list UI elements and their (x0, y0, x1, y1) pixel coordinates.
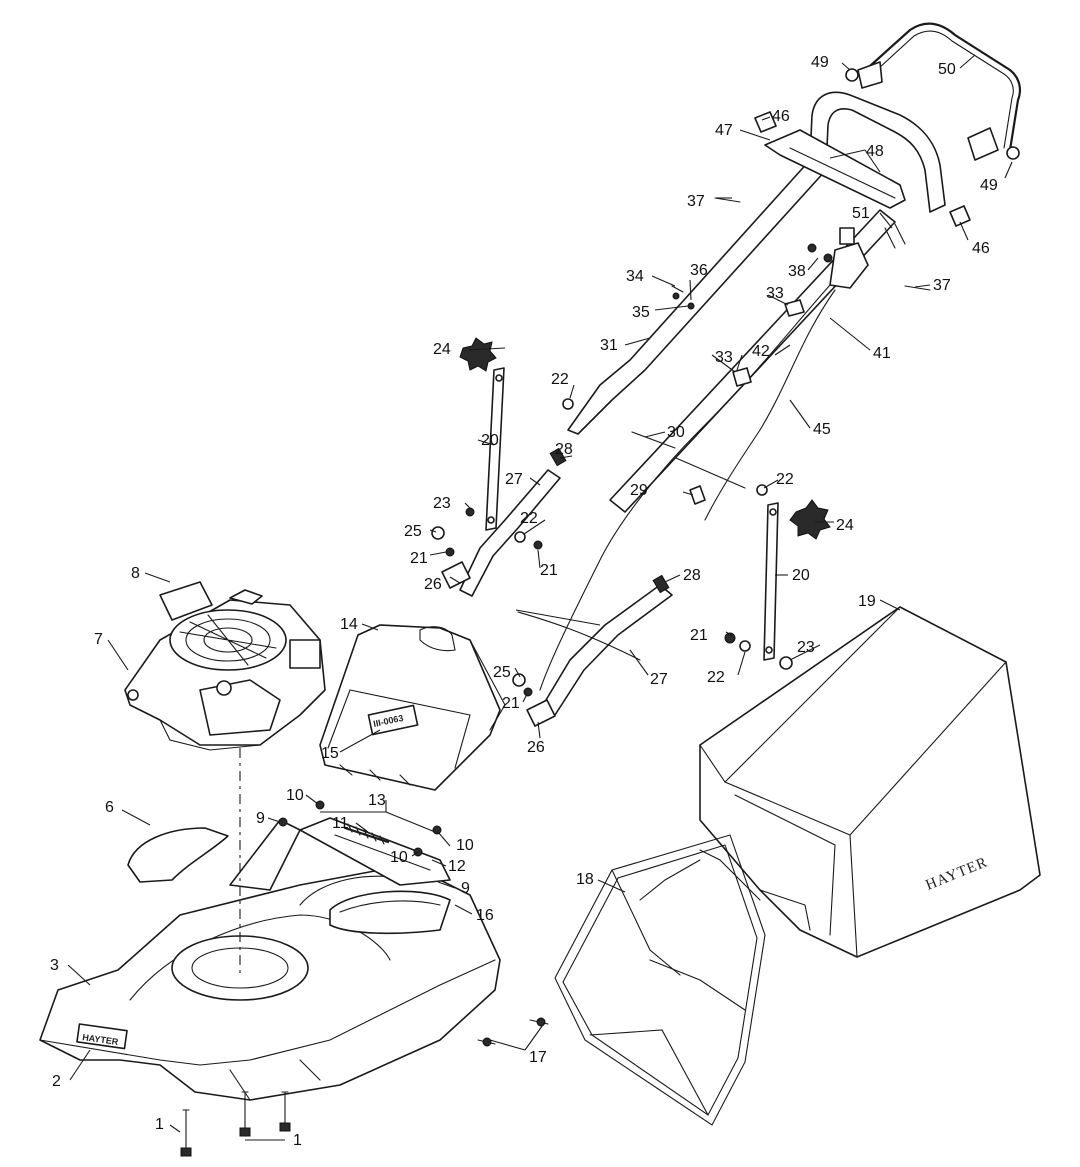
callout-c13: 13 (368, 792, 386, 809)
callout-c22d: 22 (707, 669, 725, 686)
callout-c22a: 22 (551, 371, 569, 388)
callout-c28b: 28 (683, 567, 701, 584)
callout-c22c: 22 (776, 471, 794, 488)
callout-c38: 38 (788, 263, 806, 280)
callout-c19: 19 (858, 593, 876, 610)
callout-c10a: 10 (286, 787, 304, 804)
callout-c20b: 20 (792, 567, 810, 584)
callout-c17: 17 (529, 1049, 547, 1066)
callout-c21d: 21 (690, 627, 708, 644)
callout-labels: 1123678991010101112131415161718192020212… (50, 54, 998, 1149)
knob-left (459, 337, 497, 372)
engine-label (159, 581, 213, 621)
leader-lines (67, 54, 1013, 1141)
hardware-fasteners (180, 61, 1020, 1157)
callout-c14: 14 (340, 616, 358, 633)
callout-c1a: 1 (155, 1116, 164, 1133)
callout-c42: 42 (752, 343, 770, 360)
callout-c25b: 25 (493, 664, 511, 681)
callout-c36: 36 (690, 262, 708, 279)
callout-c28a: 28 (555, 441, 573, 458)
knob-right (789, 499, 831, 540)
callout-c29: 29 (630, 482, 648, 499)
callout-c1b: 1 (293, 1132, 302, 1149)
callout-c37b: 37 (933, 277, 951, 294)
height-arm-left (485, 367, 505, 531)
belt-cover (127, 827, 229, 883)
engine (124, 589, 326, 751)
callout-c37a: 37 (687, 193, 705, 210)
callout-c3: 3 (50, 957, 59, 974)
callout-c23a: 23 (433, 495, 451, 512)
height-arm-right (763, 502, 779, 661)
callout-c34: 34 (626, 268, 644, 285)
callout-c9a: 9 (256, 810, 265, 827)
callout-c50: 50 (938, 61, 956, 78)
callout-c2: 2 (52, 1073, 61, 1090)
callout-c21b: 21 (540, 562, 558, 579)
callout-c22b: 22 (520, 510, 538, 527)
callout-c26b: 26 (527, 739, 545, 756)
callout-c24b: 24 (836, 517, 854, 534)
callout-c49a: 49 (811, 54, 829, 71)
callout-c24a: 24 (433, 341, 451, 358)
callout-c46b: 46 (972, 240, 990, 257)
callout-c33a: 33 (766, 285, 784, 302)
callout-c9b: 9 (461, 880, 470, 897)
callout-c18: 18 (576, 871, 594, 888)
callout-c8: 8 (131, 565, 140, 582)
callout-c35: 35 (632, 304, 650, 321)
callout-c15: 15 (321, 745, 339, 762)
callout-c33b: 33 (715, 349, 733, 366)
callout-c21a: 21 (410, 550, 428, 567)
callout-c12: 12 (448, 858, 466, 875)
callout-c27b: 27 (650, 671, 668, 688)
grass-box-frame (554, 834, 766, 1126)
callout-c31: 31 (600, 337, 618, 354)
callout-c7: 7 (94, 631, 103, 648)
callout-c21c: 21 (502, 695, 520, 712)
callout-c45: 45 (813, 421, 831, 438)
callout-c20a: 20 (481, 432, 499, 449)
callout-c10b: 10 (456, 837, 474, 854)
callout-c25a: 25 (404, 523, 422, 540)
rear-chute: III-0063 (319, 624, 506, 791)
callout-c26a: 26 (424, 576, 442, 593)
callout-c23b: 23 (797, 639, 815, 656)
callout-c49b: 49 (980, 177, 998, 194)
callout-c46a: 46 (772, 108, 790, 125)
callout-c51: 51 (852, 205, 870, 222)
callout-c41: 41 (873, 345, 891, 362)
callout-c47: 47 (715, 122, 733, 139)
callout-c30: 30 (667, 424, 685, 441)
callout-c16: 16 (476, 907, 494, 924)
callout-c11: 11 (332, 815, 349, 832)
rear-flap-assembly (229, 800, 451, 935)
grass-bag: HAYTER (699, 606, 1041, 958)
callout-c10c: 10 (390, 849, 408, 866)
callout-c6: 6 (105, 799, 114, 816)
callout-c48: 48 (866, 143, 884, 160)
handle-assembly (459, 22, 1021, 716)
callout-c27a: 27 (505, 471, 523, 488)
